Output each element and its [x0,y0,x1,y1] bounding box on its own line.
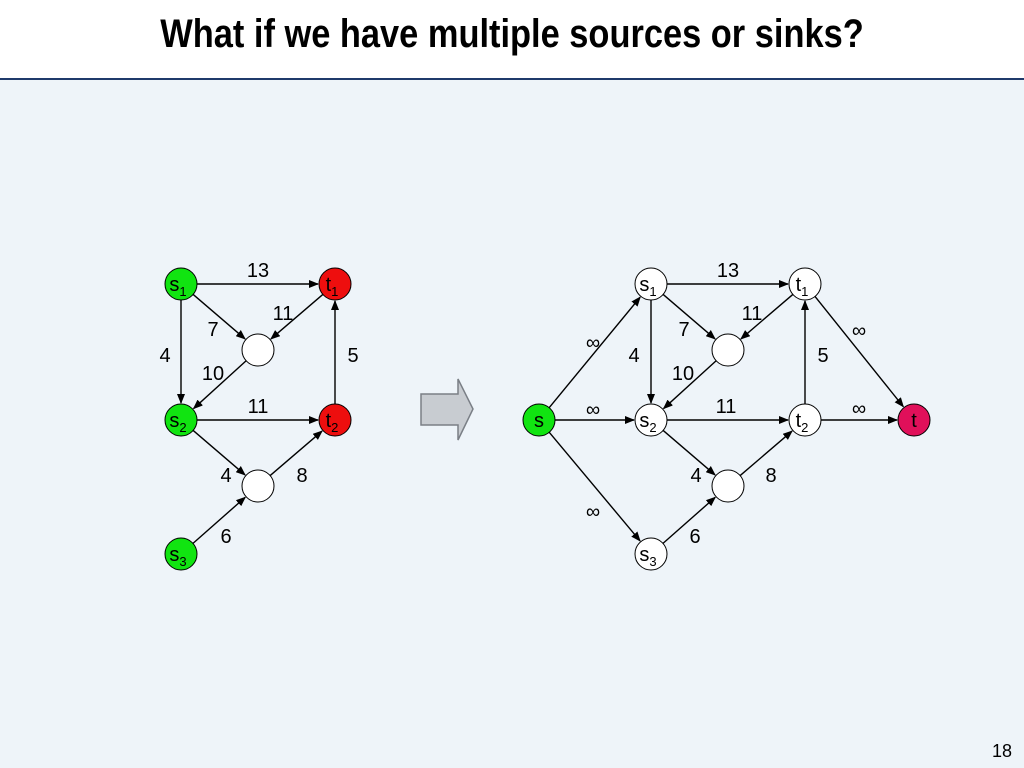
right-edge-s-s3 [548,431,641,542]
left-node-s1 [164,267,198,301]
right-capacity-t1-m1: 11 [742,303,763,325]
transform-arrow-icon [420,378,474,441]
left-edge-t1-m1 [270,293,324,340]
right-edge-s-s1 [548,296,641,409]
right-node-s1 [634,267,668,301]
right-node-label-t1: t1 [796,274,809,299]
right-edge-s3-m2 [662,496,717,544]
left-node-label-s2: s2 [169,410,186,435]
right-node-label-t: t [911,410,917,432]
left-node-label-t2: t2 [326,410,339,435]
left-node-label-s1: s1 [169,274,186,299]
left-node-t1 [318,267,352,301]
right-edge-m1-s2 [662,360,717,410]
title-bar: What if we have multiple sources or sink… [0,0,1024,80]
right-edge-s2-m2 [662,429,716,476]
right-node-s3 [634,537,668,571]
right-capacity-s3-m2: 6 [689,526,700,548]
left-node-s3 [164,537,198,571]
left-edge-s1-m1 [192,293,246,340]
right-node-m1 [711,333,745,367]
right-capacity-s-s1: ∞ [586,332,600,354]
left-node-m1 [241,333,275,367]
left-capacity-t1-m1: 11 [273,303,294,325]
left-capacity-t2-t1: 5 [347,345,358,367]
right-node-s [522,403,556,437]
left-capacity-s2-t2: 11 [248,396,269,418]
right-capacity-s1-m1: 7 [678,319,689,341]
left-node-s2 [164,403,198,437]
right-edge-m2-t2 [739,430,793,477]
right-capacity-s2-t2: 11 [716,396,737,418]
right-node-label-s3: s3 [639,544,656,569]
right-node-label-t2: t2 [796,410,809,435]
slide-title: What if we have multiple sources or sink… [160,12,864,56]
left-node-label-t1: t1 [326,274,339,299]
right-capacity-s2-m2: 4 [690,465,701,487]
left-capacity-s1-t1: 13 [247,260,269,282]
right-node-t2 [788,403,822,437]
right-node-label-s: s [534,410,544,432]
right-edge-t1-t [814,296,904,408]
right-capacity-m2-t2: 8 [765,465,776,487]
right-capacity-t2-t1: 5 [817,345,828,367]
left-capacity-s1-s2: 4 [159,345,170,367]
left-capacity-s3-m2: 6 [220,526,231,548]
left-capacity-m1-s2: 10 [202,363,224,385]
page-number: 18 [991,741,1012,761]
right-node-label-s2: s2 [639,410,656,435]
left-edge-s2-m2 [192,429,246,476]
right-capacity-s-s2: ∞ [586,399,600,421]
right-edge-s1-m1 [662,293,716,340]
left-edge-m1-s2 [192,360,247,410]
right-node-m2 [711,469,745,503]
right-node-s2 [634,403,668,437]
right-node-t1 [788,267,822,301]
left-capacity-s1-m1: 7 [207,319,218,341]
right-capacity-m1-s2: 10 [672,363,694,385]
right-node-t [897,403,931,437]
left-capacity-s2-m2: 4 [220,465,231,487]
right-edge-t1-m1 [740,293,794,340]
left-node-t2 [318,403,352,437]
right-capacity-t2-t: ∞ [852,398,866,420]
right-node-label-s1: s1 [639,274,656,299]
left-edge-s3-m2 [192,496,247,544]
right-capacity-s1-s2: 4 [628,345,639,367]
right-capacity-t1-t: ∞ [852,320,866,342]
left-edge-m2-t2 [269,430,323,477]
left-capacity-m2-t2: 8 [296,465,307,487]
left-node-label-s3: s3 [169,544,186,569]
left-node-m2 [241,469,275,503]
right-capacity-s1-t1: 13 [717,260,739,282]
right-capacity-s-s3: ∞ [586,501,600,523]
